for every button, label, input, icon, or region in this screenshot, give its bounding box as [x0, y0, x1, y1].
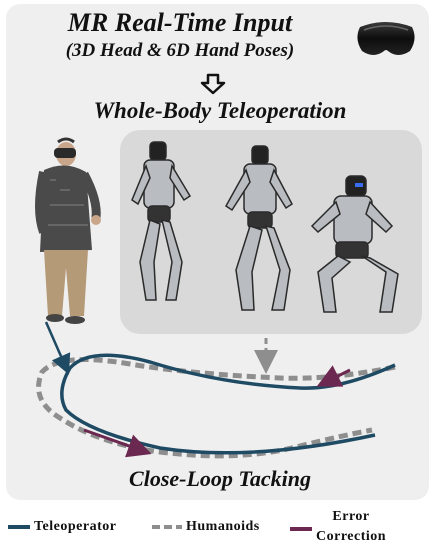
teleoperator-curve: [60, 353, 396, 455]
loop-title: Close-Loop Tacking: [129, 466, 311, 491]
legend-label-error: Error Correction: [316, 507, 386, 547]
legend-item-error-correction: Error Correction: [290, 507, 386, 547]
legend-item-teleoperator: Teleoperator: [8, 519, 116, 535]
stage-title: Whole-Body Teleoperation: [93, 98, 347, 123]
legend-item-humanoids: Humanoids: [152, 519, 260, 535]
legend-swatch-humanoids: [152, 525, 182, 529]
legend-label-humanoids: Humanoids: [186, 519, 260, 534]
legend-label-error-line2: Correction: [316, 529, 387, 544]
error-arrow-right: [316, 365, 351, 387]
legend-swatch-teleoperator: [8, 525, 30, 529]
diagram-subtitle: (3D Head & 6D Hand Poses): [65, 40, 295, 61]
diagram-title: MR Real-Time Input: [67, 8, 293, 37]
error-arrow-bottom: [83, 428, 152, 458]
legend: Teleoperator Humanoids Error Correction: [0, 505, 435, 553]
legend-label-error-line1: Error: [332, 509, 370, 524]
vr-headset-icon: [357, 22, 415, 55]
legend-swatch-error: [290, 527, 312, 531]
teleoperator-arrow: [44, 321, 71, 375]
legend-label-teleoperator: Teleoperator: [34, 519, 117, 534]
